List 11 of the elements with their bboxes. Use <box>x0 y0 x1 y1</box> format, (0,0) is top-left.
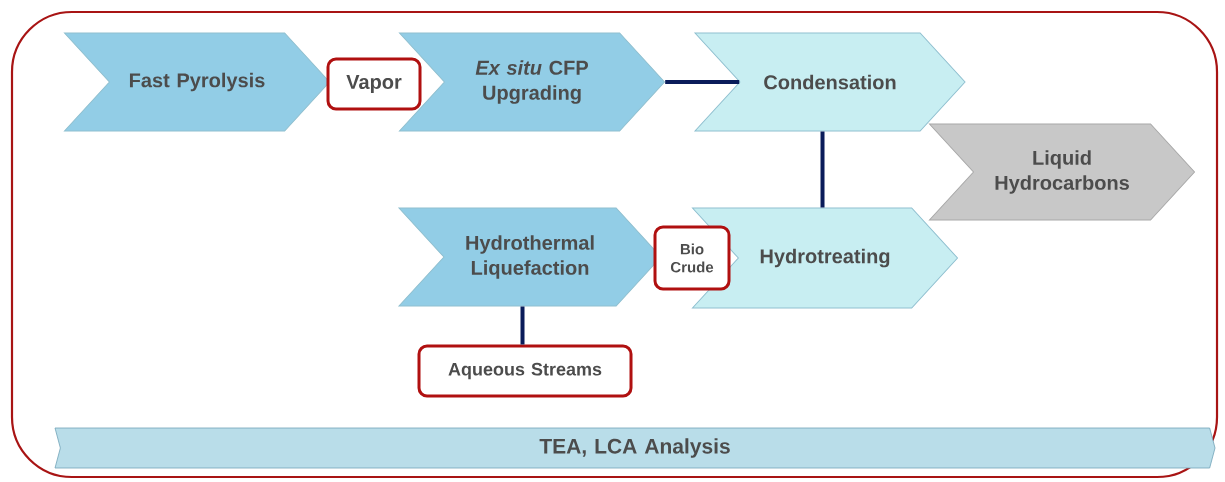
process-step: Condensation <box>694 32 966 132</box>
process-step: Fast Pyrolysis <box>64 32 330 132</box>
stream-label-box: Aqueous Streams <box>417 344 633 398</box>
analysis-band: TEA, LCA Analysis <box>54 427 1216 469</box>
process-step: Hydrothermal Liquefaction <box>398 207 662 307</box>
connector-line <box>520 306 525 345</box>
stream-label-box: Bio Crude <box>653 225 731 291</box>
stream-label-box: Vapor <box>326 57 422 111</box>
connector-line <box>665 80 740 84</box>
output-step: Liquid Hydrocarbons <box>929 123 1195 221</box>
connector-line <box>820 131 825 208</box>
